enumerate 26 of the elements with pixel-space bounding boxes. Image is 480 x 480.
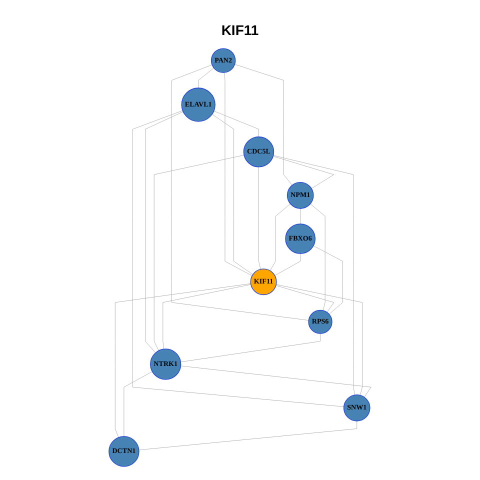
connector [124, 370, 152, 436]
connector [180, 332, 320, 362]
connector [154, 154, 244, 350]
connector [172, 64, 309, 320]
connector [310, 203, 326, 310]
connector [273, 154, 355, 395]
connector [145, 111, 184, 353]
connector [313, 245, 343, 314]
connector [138, 420, 358, 450]
connector [272, 156, 334, 188]
connector [270, 203, 291, 270]
connector [212, 114, 254, 274]
connector [258, 166, 261, 270]
connector [234, 64, 292, 185]
connector [162, 284, 252, 349]
connector [276, 284, 334, 312]
chart-title: KIF11 [220, 22, 260, 40]
connector [274, 252, 301, 276]
connector [132, 110, 344, 406]
connector [180, 365, 372, 397]
connector [214, 110, 259, 137]
connector [114, 282, 251, 438]
connector [224, 72, 252, 276]
connector [300, 208, 301, 224]
connector [276, 284, 363, 395]
connector [198, 67, 214, 88]
